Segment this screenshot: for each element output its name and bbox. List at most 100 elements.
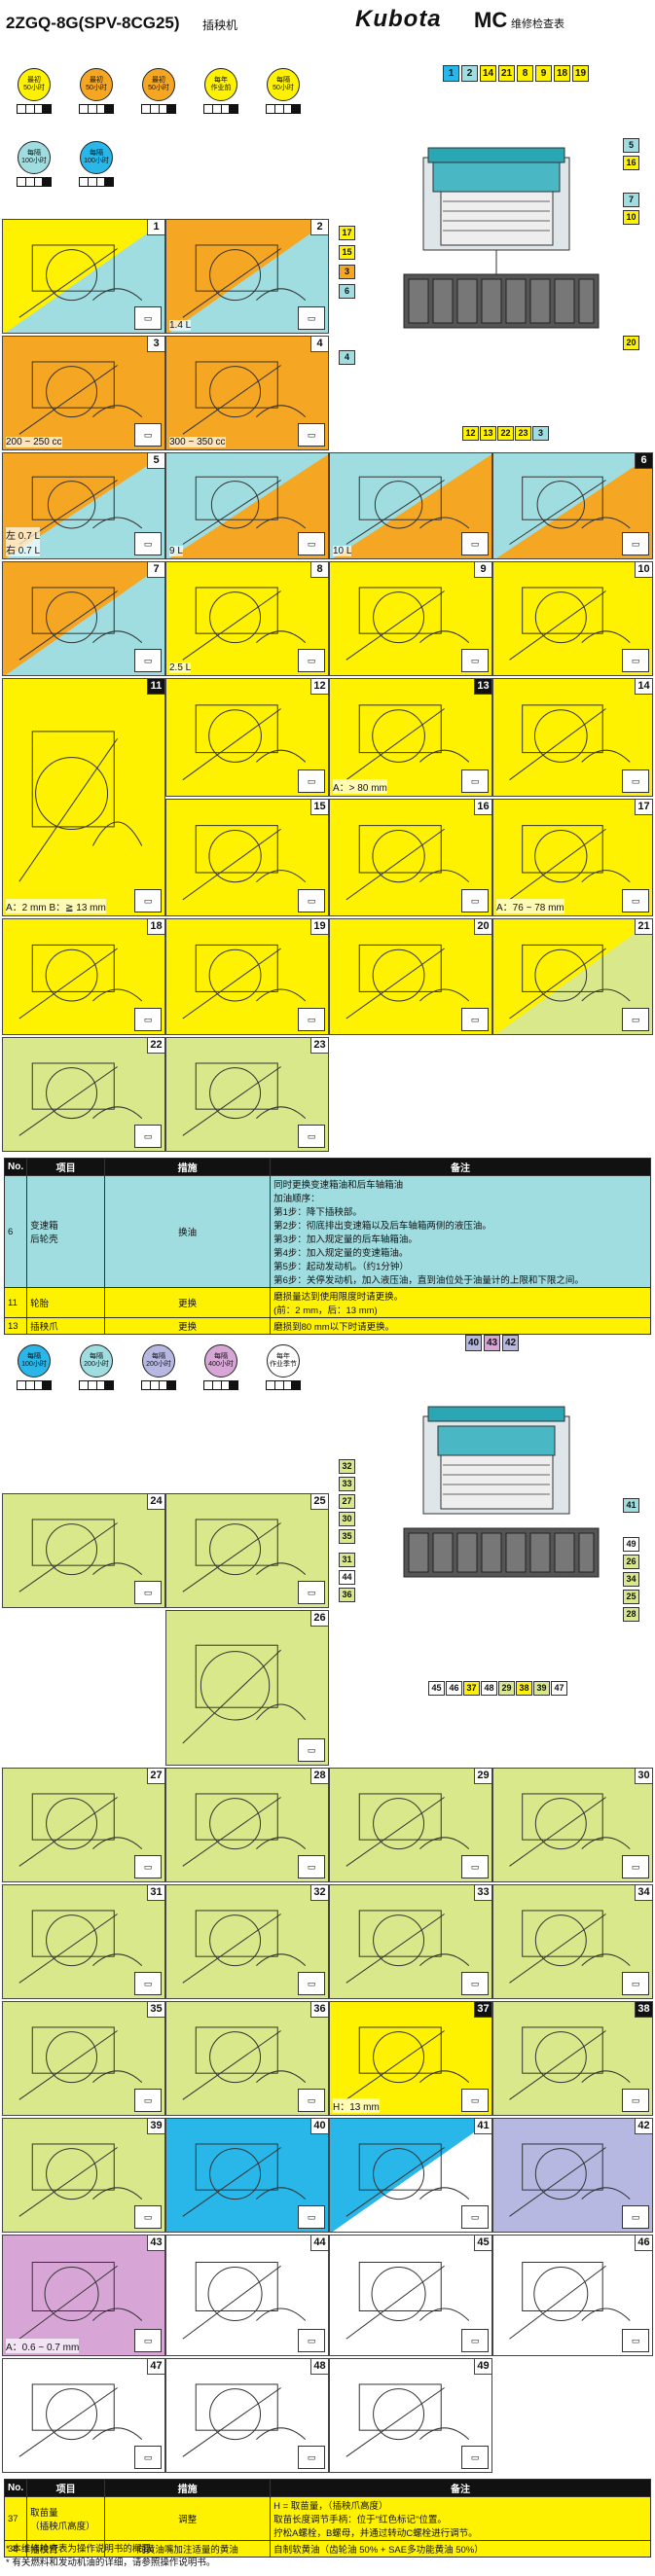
procedure-illustration: [5, 221, 164, 333]
manual-book-icon: ▭: [461, 649, 489, 672]
interval-bar-icon: [17, 1380, 52, 1390]
panel-note: 1.4 L: [169, 320, 192, 331]
clock-icon: 每隔 100小时: [18, 141, 51, 174]
table-header: 备注: [270, 2479, 651, 2497]
panel-number: 37: [474, 2002, 491, 2018]
table-cell: 取苗量 （插秧爪高度）: [26, 2496, 106, 2541]
mc-logo: MC: [474, 8, 508, 32]
manual-book-icon: ▭: [298, 1855, 325, 1878]
panel-note: A：76 ~ 78 mm: [496, 899, 564, 913]
manual-book-icon: ▭: [298, 2329, 325, 2352]
procedure-illustration: [509, 2262, 631, 2340]
interval-bar-icon: [79, 104, 114, 114]
manual-book-icon: ▭: [134, 2329, 162, 2352]
clock-icon: 最初 50小时: [80, 68, 113, 101]
procedure-illustration: [182, 2143, 307, 2217]
footer-note: * 有关燃料和发动机油的详细，请参照操作说明书。: [6, 2558, 216, 2568]
callout-tag: 17: [339, 226, 355, 240]
panel-number: 16: [474, 800, 491, 815]
table-cell: 13: [3, 1317, 28, 1335]
interval-icon: 最初 50小时: [6, 68, 62, 115]
callout-tag: 6: [339, 284, 355, 299]
panel-number: 6: [635, 453, 652, 469]
procedure-illustration: [18, 1062, 143, 1136]
manual-book-icon: ▭: [298, 2089, 325, 2112]
manual-book-icon: ▭: [461, 2329, 489, 2352]
procedure-panel: 33▭: [329, 1884, 492, 1999]
panel-number: 7: [147, 562, 164, 578]
panel-note: H：13 mm: [333, 2098, 380, 2113]
callout-tag: 16: [623, 156, 639, 170]
panel-number: 48: [310, 2359, 328, 2375]
panel-number: 36: [310, 2002, 328, 2018]
manual-book-icon: ▭: [134, 423, 162, 447]
interval-bar-icon: [203, 1380, 238, 1390]
item-number-badge: 19: [572, 65, 589, 82]
panel-number: 11: [147, 679, 164, 695]
panel-number: 22: [147, 1038, 164, 1054]
panel-number: 34: [635, 1885, 652, 1901]
procedure-illustration: [509, 1793, 631, 1867]
table-cell: 向黄油嘴加注适量的黄油: [104, 2540, 272, 2558]
manual-book-icon: ▭: [134, 1008, 162, 1031]
clock-icon: 最初 50小时: [18, 68, 51, 101]
panel-number: 21: [635, 919, 652, 935]
panel-number: 42: [635, 2119, 652, 2134]
panel-number: 33: [474, 1885, 491, 1901]
panel-number: 5: [147, 453, 164, 469]
manual-book-icon: ▭: [134, 306, 162, 330]
procedure-illustration: [332, 2120, 491, 2232]
interval-icons-top-2: 每隔 100小时每隔 100小时: [6, 141, 125, 188]
interval-icon: 每隔 100小时: [6, 1344, 62, 1391]
table-cell: H = 取苗量，（插秧爪高度） 取苗长度调节手柄：位于"红色标记"位置。 拧松A…: [270, 2496, 651, 2541]
table-cell: 换油: [104, 1175, 272, 1288]
procedure-panel: 16 ▭: [329, 799, 492, 916]
procedure-illustration: [182, 2383, 307, 2457]
manual-book-icon: ▭: [461, 769, 489, 793]
procedure-panel: 9 L▭: [165, 452, 329, 559]
manual-book-icon: ▭: [134, 649, 162, 672]
manual-book-icon: ▭: [298, 649, 325, 672]
procedure-illustration: [346, 944, 470, 1020]
procedure-panel: 44▭: [165, 2235, 329, 2356]
procedure-illustration: [509, 2143, 631, 2217]
procedure-panel: 24▭: [2, 1493, 165, 1608]
manual-book-icon: ▭: [622, 1855, 649, 1878]
panel-note: 9 L: [169, 546, 183, 556]
item-number-badge: 18: [554, 65, 570, 82]
manual-book-icon: ▭: [461, 889, 489, 912]
panel-note: A：> 80 mm: [333, 779, 387, 794]
panel-number: 1: [147, 220, 164, 235]
interval-bar-icon: [79, 177, 114, 187]
callout-tag: 39: [533, 1681, 550, 1696]
table-header: 措施: [104, 1158, 272, 1176]
procedure-illustration: [182, 1519, 307, 1592]
procedure-illustration: [495, 920, 652, 1034]
table-cell: 变速箱 后轮壳: [26, 1175, 106, 1288]
callout-tag: 48: [481, 1681, 497, 1696]
manual-book-icon: ▭: [622, 2329, 649, 2352]
clock-icon: 每年 作业季节: [267, 1344, 300, 1377]
procedure-panel: 9▭: [329, 561, 492, 676]
table-cell: 轮胎: [26, 1287, 106, 1318]
panel-number: 12: [310, 679, 328, 695]
procedure-illustration: [182, 704, 307, 781]
manual-book-icon: ▭: [298, 306, 325, 330]
procedure-illustration: [509, 704, 631, 781]
interval-icon: 每隔 50小时: [255, 68, 311, 115]
callout-tag: 31: [339, 1553, 355, 1567]
panel-number: 20: [474, 919, 491, 935]
procedure-illustration: [346, 2262, 470, 2340]
panel-note: A：0.6 ~ 0.7 mm: [6, 2339, 80, 2353]
brand-logo: Kubota: [355, 6, 442, 32]
procedure-panel: 18▭: [2, 918, 165, 1035]
panel-note: 300 ~ 350 cc: [169, 437, 226, 447]
manual-book-icon: ▭: [134, 2089, 162, 2112]
interval-bar-icon: [79, 1380, 114, 1390]
procedure-panel: 45▭: [329, 2235, 492, 2356]
